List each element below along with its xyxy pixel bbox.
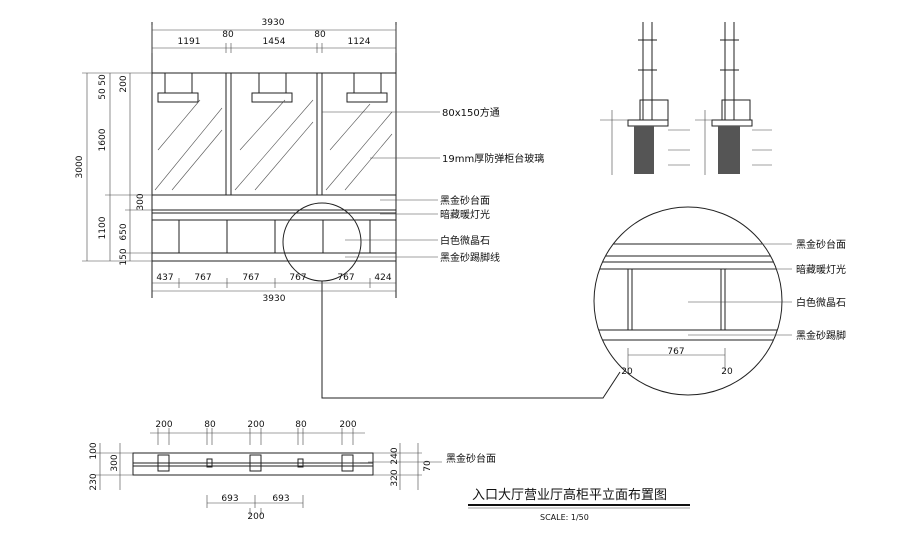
dim-left-upper-5: 300 — [136, 193, 146, 210]
label-bulletproof-glass: 19mm厚防弹柜台玻璃 — [442, 152, 544, 165]
detail-label-skirting: 黑金砂踢脚 — [796, 329, 846, 342]
label-skirting: 黑金砂踢脚线 — [440, 251, 500, 264]
dim-top-seg-1: 1191 — [178, 37, 201, 47]
hanging-light-1 — [157, 73, 199, 103]
dim-left-lower-3: 150 — [119, 248, 129, 265]
dim-top-seg-4: 80 — [314, 30, 326, 40]
elevation-callouts: 80x150方通 19mm厚防弹柜台玻璃 黑金砂台面 暗藏暖灯光 白色微晶石 黑… — [322, 106, 544, 264]
plan-dim-top-4: 80 — [295, 420, 307, 430]
title-block: 入口大厅营业厅高柜平立面布置图 SCALE: 1/50 — [468, 487, 690, 522]
plan-dim-bottom-center: 200 — [247, 512, 264, 522]
dim-top-seg-3: 1454 — [263, 37, 286, 47]
bottom-dimensions: 437 767 767 767 767 424 3930 — [152, 273, 396, 304]
dim-top-seg-5: 1124 — [348, 37, 371, 47]
drawing-title: 入口大厅营业厅高柜平立面布置图 — [472, 487, 667, 503]
dim-bottom-seg-4: 767 — [289, 273, 306, 283]
plan-bottom-dimensions: 693 693 200 — [206, 494, 304, 522]
dim-bottom-seg-3: 767 — [242, 273, 259, 283]
left-dimensions: 3000 50 50 200 1600 300 1100 650 150 — [75, 72, 152, 266]
plan-top-dimensions: 200 80 200 80 200 — [150, 420, 365, 445]
dim-left-upper-2: 50 — [98, 74, 108, 86]
plan-dim-left-2: 300 — [110, 454, 120, 471]
plan-dim-top-5: 200 — [339, 420, 356, 430]
plan-dim-top-3: 200 — [247, 420, 264, 430]
section-detail-left — [600, 22, 690, 175]
enlarged-detail: 767 20 20 黑金砂台面 暗藏暖灯光 白色微晶石 黑金砂踢脚 — [593, 206, 846, 396]
detail-label-white-stone: 白色微晶石 — [796, 296, 846, 309]
section-detail-right — [695, 22, 772, 175]
plan-view — [132, 452, 374, 476]
label-white-stone: 白色微晶石 — [440, 234, 490, 247]
plan-side-dimensions: 100 300 230 240 70 320 — [89, 442, 433, 490]
label-countertop: 黑金砂台面 — [440, 194, 490, 207]
dim-left-upper-3: 200 — [119, 75, 129, 92]
detail-dim-span: 767 — [667, 347, 684, 357]
dim-top-overall: 3930 — [262, 18, 285, 28]
dim-left-overall: 3000 — [75, 155, 85, 178]
dim-bottom-seg-6: 424 — [374, 273, 391, 283]
dim-left-lower-2: 650 — [119, 223, 129, 240]
plan-dim-top-1: 200 — [155, 420, 172, 430]
dim-bottom-seg-1: 437 — [156, 273, 173, 283]
top-dimensions: 3930 1191 80 1454 80 1124 — [151, 18, 397, 53]
dim-left-upper-4: 1600 — [98, 128, 108, 151]
plan-dim-left-3: 230 — [89, 473, 99, 490]
label-hidden-light: 暗藏暖灯光 — [440, 208, 490, 221]
detail-label-hidden-light: 暗藏暖灯光 — [796, 263, 846, 276]
plan-dim-right-1: 240 — [390, 447, 400, 464]
plan-dim-right-2: 70 — [423, 460, 433, 472]
drawing-scale: SCALE: 1/50 — [540, 513, 589, 522]
plan-dim-bottom-1: 693 — [221, 494, 238, 504]
dim-left-upper-1: 50 — [98, 88, 108, 100]
hanging-light-2 — [251, 73, 293, 103]
detail-dim-left: 20 — [621, 367, 633, 377]
dim-top-seg-2: 80 — [222, 30, 234, 40]
plan-dim-top-2: 80 — [204, 420, 216, 430]
dim-left-lower-1: 1100 — [98, 216, 108, 239]
plan-dim-left-1: 100 — [89, 442, 99, 459]
plan-label-countertop: 黑金砂台面 — [446, 452, 496, 465]
elevation-view — [151, 22, 621, 399]
detail-label-countertop: 黑金砂台面 — [796, 238, 846, 251]
label-square-tube: 80x150方通 — [442, 106, 500, 119]
dim-bottom-seg-5: 767 — [337, 273, 354, 283]
detail-callout-circle — [282, 202, 362, 282]
hanging-light-3 — [346, 73, 388, 103]
plan-dim-bottom-2: 693 — [272, 494, 289, 504]
dim-bottom-seg-2: 767 — [194, 273, 211, 283]
dim-bottom-overall: 3930 — [263, 294, 286, 304]
plan-dim-right-3: 320 — [390, 469, 400, 486]
detail-dim-right: 20 — [721, 367, 733, 377]
glass-hatch — [154, 99, 393, 191]
